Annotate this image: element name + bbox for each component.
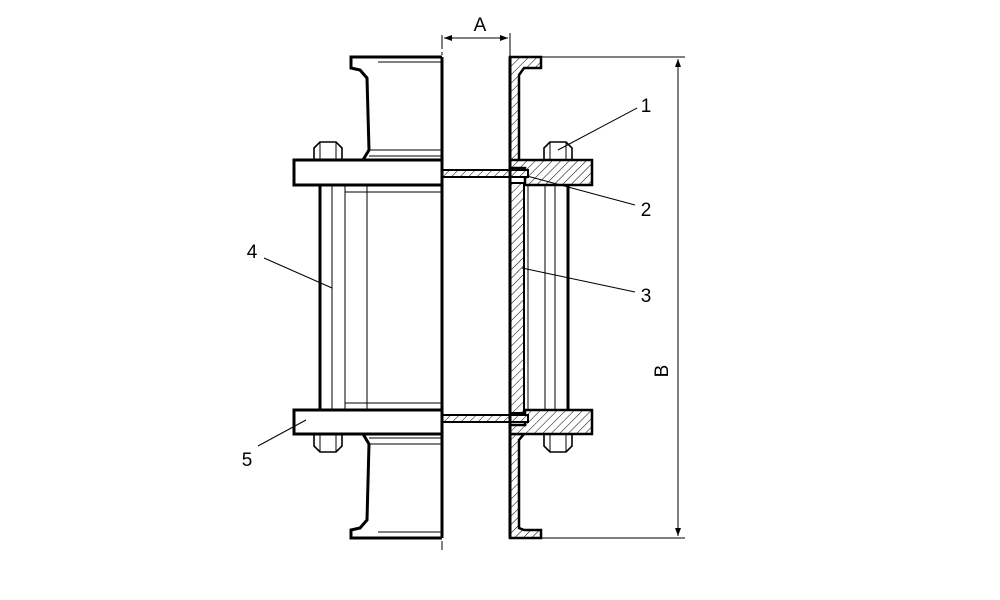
callout-4-label: 4 bbox=[247, 242, 258, 263]
upper-ferrule bbox=[349, 55, 442, 161]
lower-ferrule-section bbox=[508, 432, 543, 540]
callout-1: 1 bbox=[557, 96, 652, 151]
callout-2-label: 2 bbox=[641, 200, 652, 221]
dimension-a-label: A bbox=[474, 15, 487, 36]
bolt-upper-left bbox=[313, 141, 343, 160]
dimension-b: B bbox=[541, 56, 685, 539]
upper-flange bbox=[292, 158, 442, 187]
callout-3-label: 3 bbox=[641, 286, 652, 307]
upper-gasket bbox=[441, 169, 529, 178]
callout-1-label: 1 bbox=[641, 96, 652, 117]
bolt-lower-left bbox=[313, 434, 343, 453]
callout-2: 2 bbox=[526, 175, 652, 221]
lower-gasket bbox=[441, 414, 529, 423]
dimension-a: A bbox=[444, 15, 511, 57]
callout-3: 3 bbox=[521, 267, 652, 307]
callout-5-label: 5 bbox=[242, 450, 253, 471]
section-view-right bbox=[441, 55, 594, 540]
external-view-left bbox=[292, 55, 442, 540]
bolt-lower-right bbox=[543, 434, 573, 453]
lower-flange bbox=[292, 408, 442, 436]
upper-ferrule-section bbox=[508, 55, 543, 168]
dimension-b-label: B bbox=[652, 365, 673, 378]
bolt-upper-right bbox=[543, 141, 573, 160]
callout-4: 4 bbox=[247, 242, 333, 289]
lower-ferrule bbox=[349, 433, 442, 540]
callout-5: 5 bbox=[242, 419, 307, 471]
glass-tube-section bbox=[509, 182, 525, 414]
